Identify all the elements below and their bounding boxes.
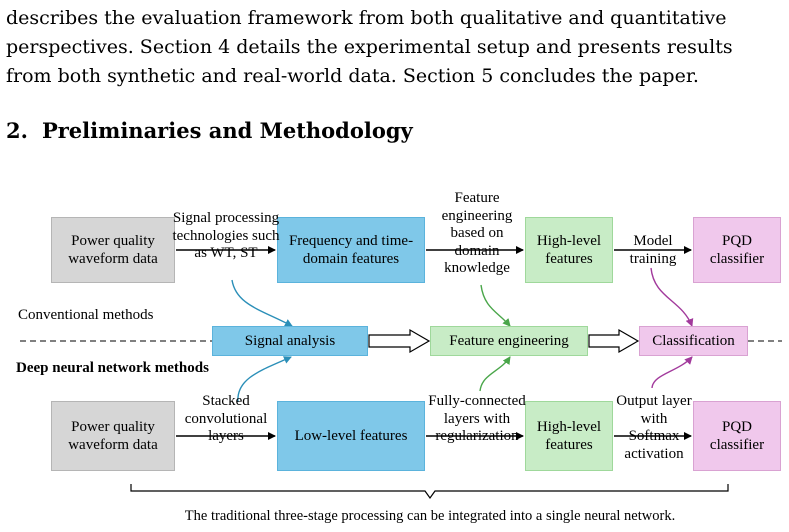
top-input-box: Power quality waveform data <box>51 217 175 283</box>
top-high-level-box: High-level features <box>525 217 613 283</box>
bottom-input-box: Power quality waveform data <box>51 401 175 471</box>
section-heading: 2. Preliminaries and Methodology <box>6 118 413 143</box>
intro-paragraph: describes the evaluation framework from … <box>6 4 782 91</box>
top-step3-label: Model training <box>629 233 677 267</box>
top-features-box: Frequency and time-domain features <box>277 217 425 283</box>
block-arrow-2 <box>588 328 640 354</box>
curve-blue-top <box>231 279 293 327</box>
figure-connectors <box>20 246 782 500</box>
block-arrow-1 <box>368 328 431 354</box>
bottom-high-level-box: High-level features <box>525 401 613 471</box>
bottom-step1-label: Stacked convolutional layers <box>184 393 268 444</box>
methodology-figure: Power quality waveform data Frequency an… <box>0 180 789 532</box>
integration-brace <box>130 484 729 500</box>
figure-caption: The traditional three-stage processing c… <box>184 508 676 524</box>
stage-signal-analysis: Signal analysis <box>212 326 368 356</box>
bottom-classifier-box: PQD classifier <box>693 401 781 471</box>
curve-purple-bottom <box>651 356 693 389</box>
conventional-methods-label: Conventional methods <box>18 307 154 323</box>
bottom-features-box: Low-level features <box>277 401 425 471</box>
curve-green-top <box>480 284 511 327</box>
intro-line: from both synthetic and real-world data.… <box>6 65 699 87</box>
bottom-step2-label: Fully-connected layers with regularizati… <box>428 393 526 444</box>
curve-green-bottom <box>479 356 511 392</box>
curve-purple-top <box>650 267 694 327</box>
intro-line: perspectives. Section 4 details the expe… <box>6 36 733 58</box>
bottom-step3-label: Output layer with Softmax activation <box>616 393 692 462</box>
stage-feature-engineering: Feature engineering <box>430 326 588 356</box>
section-title: Preliminaries and Methodology <box>41 118 413 143</box>
top-step1-label: Signal processing technologies such as W… <box>172 210 280 261</box>
top-step2-label: Feature engineering based on domain know… <box>441 190 513 276</box>
dnn-methods-label: Deep neural network methods <box>16 360 209 376</box>
curve-blue-bottom <box>237 356 292 403</box>
section-number: 2. <box>6 118 28 143</box>
intro-line: describes the evaluation framework from … <box>6 7 727 29</box>
stage-classification: Classification <box>639 326 748 356</box>
top-classifier-box: PQD classifier <box>693 217 781 283</box>
